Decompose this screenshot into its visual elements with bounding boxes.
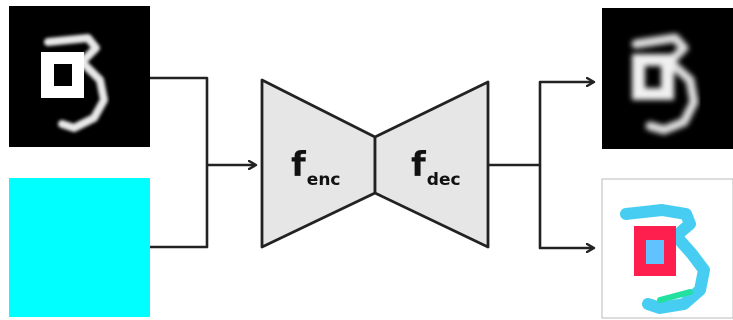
input-digit-image [9, 6, 150, 147]
connector-image-to-merge [150, 76, 209, 165]
connector-decoder-to-split [488, 82, 594, 167]
output-digit-image [602, 8, 733, 149]
decoder-block: fdec [373, 80, 490, 249]
encoder-block: fenc [260, 78, 377, 249]
encoder-label: fenc [291, 145, 341, 190]
output-error-map-image [601, 178, 733, 319]
input-connectors [150, 76, 256, 249]
decoder-label: fdec [411, 145, 461, 190]
connector-mask-to-merge [150, 165, 209, 249]
input-mask-image [9, 178, 150, 317]
connector-split-to-map [538, 165, 594, 248]
output-connectors [488, 82, 594, 248]
